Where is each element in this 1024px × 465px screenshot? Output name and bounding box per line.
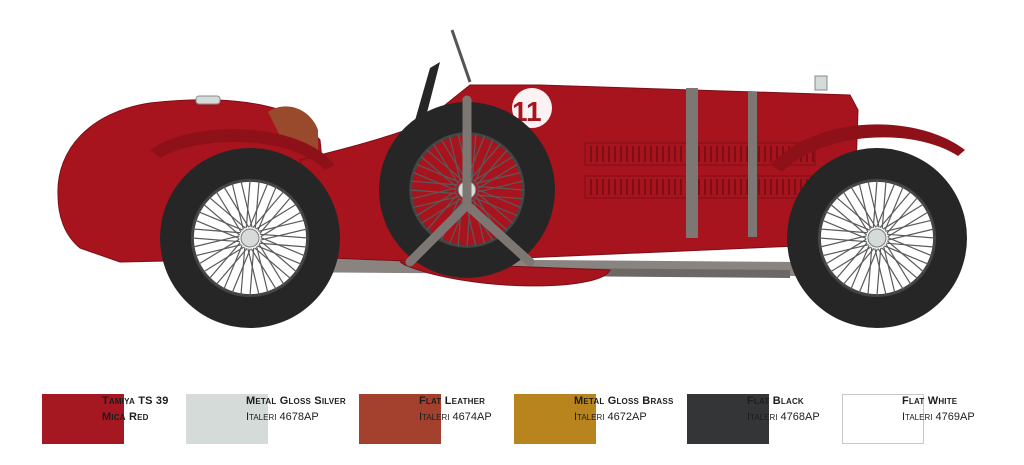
label-flat-white: Flat White Italeri 4769AP (902, 395, 975, 423)
swatch-metal-gloss-brass (514, 394, 596, 444)
paint-palette: Tamiya TS 39 Mica Red Metal Gloss Silver… (0, 385, 1024, 455)
swatch-metal-gloss-silver (186, 394, 268, 444)
leather-seat (268, 106, 318, 150)
front-wheel (787, 148, 967, 328)
rear-wheel (160, 148, 340, 328)
windscreen (450, 29, 472, 83)
label-mica-red: Tamiya TS 39 Mica Red (102, 395, 169, 423)
hood-strap-right (748, 92, 757, 237)
label-metal-gloss-silver: Metal Gloss Silver Italeri 4678AP (246, 395, 346, 423)
swatch-flat-black (687, 394, 769, 444)
hood-strap-left (686, 88, 698, 238)
swatch-flat-white (842, 394, 924, 444)
swatch-flat-leather (359, 394, 441, 444)
rear-fender (150, 129, 335, 170)
car-illustration: 11 (57, 29, 967, 328)
radiator-cap (814, 75, 828, 91)
label-flat-black: Flat Black Italeri 4768AP (747, 395, 820, 423)
fuel-cap (195, 95, 221, 105)
swatch-mica-red (42, 394, 124, 444)
spare-wheel-straps (405, 95, 535, 267)
front-fender (770, 124, 965, 172)
race-number-roundel: 11 (512, 88, 552, 128)
label-metal-gloss-brass: Metal Gloss Brass Italeri 4672AP (574, 395, 674, 423)
label-flat-leather: Flat Leather Italeri 4674AP (419, 395, 492, 423)
